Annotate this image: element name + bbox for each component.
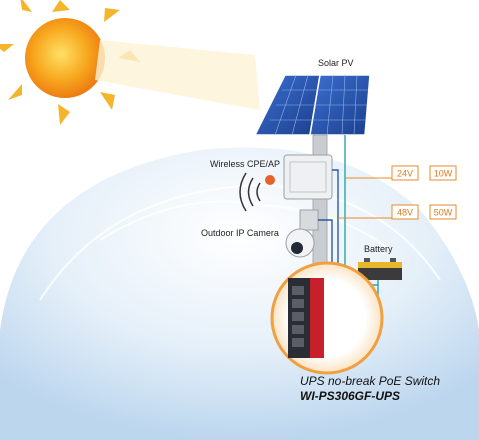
voltage-24v: 24V — [397, 169, 413, 179]
dome-background — [0, 147, 479, 440]
wireless-cpe-icon — [283, 154, 333, 200]
wattage-50w: 50W — [434, 208, 453, 218]
nfc-icon — [265, 175, 275, 185]
sun-icon — [0, 0, 140, 125]
product-name: UPS no-break PoE Switch — [300, 374, 440, 388]
poe-switch-icon — [288, 278, 324, 358]
label-ip-camera: Outdoor IP Camera — [201, 228, 279, 238]
dome-ring-inner — [99, 200, 391, 251]
label-battery: Battery — [364, 244, 393, 254]
dome-ring-outer — [39, 183, 441, 301]
wireless-signal-icon — [239, 172, 261, 212]
callout-24v — [345, 165, 457, 181]
ip-camera-icon — [285, 209, 319, 258]
voltage-48v: 48V — [397, 208, 413, 218]
sun-beam — [95, 40, 260, 110]
label-solar-pv: Solar PV — [318, 58, 354, 68]
callout-48v — [338, 204, 457, 220]
product-model: WI-PS306GF-UPS — [300, 389, 400, 403]
solar-panel-icon — [253, 74, 371, 136]
label-wireless-cpe: Wireless CPE/AP — [210, 159, 280, 169]
wattage-10w: 10W — [434, 169, 453, 179]
battery-icon — [358, 258, 402, 280]
